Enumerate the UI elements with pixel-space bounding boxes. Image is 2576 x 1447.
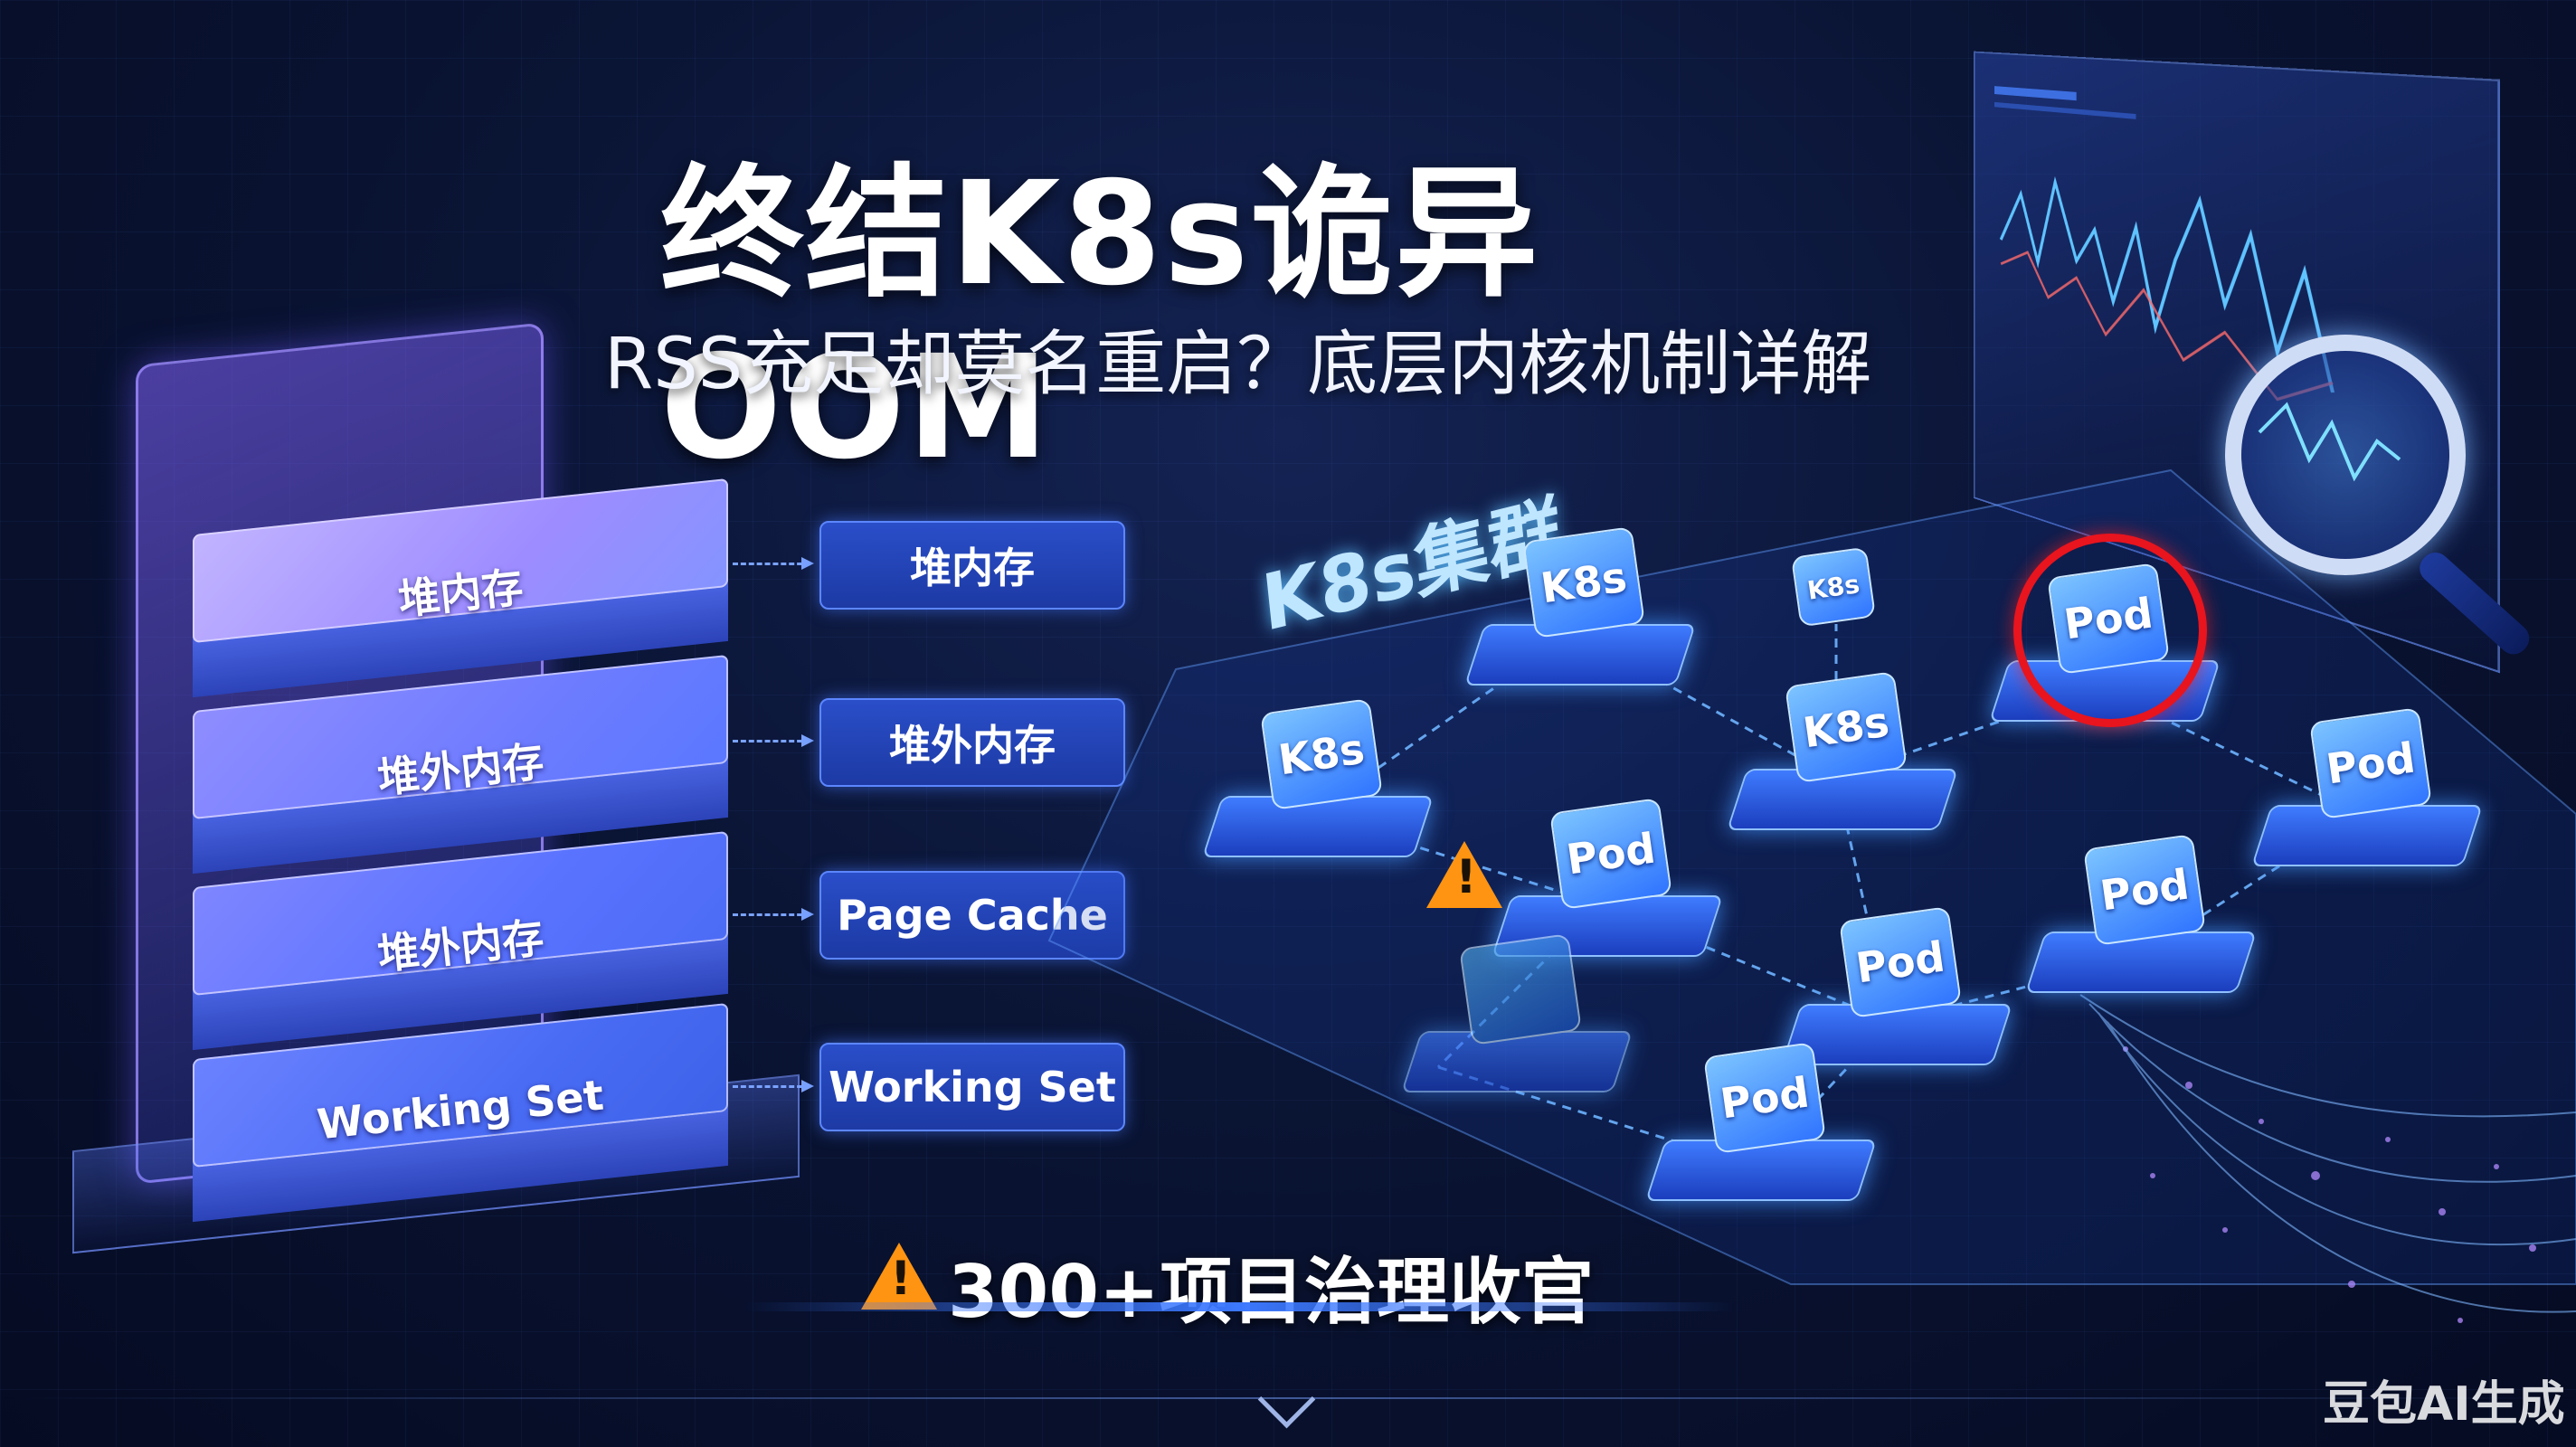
ai-watermark: 豆包AI生成	[2323, 1377, 2565, 1432]
connector-arrow	[733, 1080, 814, 1092]
node-chip-label: Pod	[1549, 798, 1672, 910]
callout-text: 300+项目治理收官	[948, 1250, 1595, 1334]
cluster-node-pod: Pod	[1644, 1042, 1878, 1221]
node-chip-label: K8s	[1522, 526, 1645, 638]
node-chip-label: Pod	[2309, 707, 2432, 819]
node-plate	[1726, 769, 1959, 830]
tag-heap: 堆内存	[819, 521, 1125, 610]
connector-arrow	[733, 908, 814, 921]
node-plate	[1201, 796, 1435, 857]
cluster-node-pod: Pod	[2024, 834, 2258, 1013]
connector-arrow	[733, 557, 814, 570]
connector-arrow	[733, 734, 814, 747]
tag-offheap: 堆外内存	[819, 698, 1125, 787]
node-chip-label: Pod	[1703, 1042, 1826, 1154]
cluster-node-k8s: K8s	[1726, 671, 1959, 850]
node-plate	[2024, 932, 2258, 993]
node-chip-label: K8s	[1260, 698, 1383, 810]
page-title: 终结K8s诡异OOM	[660, 151, 1540, 491]
node-chip-label: K8s	[1785, 671, 1908, 783]
node-plate	[1463, 624, 1697, 686]
node-plate	[1644, 1140, 1878, 1201]
page-subtitle: RSS充足却莫名重启？底层内核机制详解	[604, 324, 1872, 405]
cluster-node-failing	[1400, 933, 1634, 1112]
callout-glow	[742, 1302, 1737, 1311]
warning-icon: !	[1426, 841, 1502, 908]
cluster-node-k8s: K8s	[1201, 698, 1435, 877]
node-chip-label: K8s	[1790, 546, 1877, 628]
cluster-node-pod: Pod	[2250, 707, 2484, 886]
node-chip-empty	[1459, 933, 1582, 1045]
tag-working-set: Working Set	[819, 1043, 1125, 1131]
node-chip-label: Pod	[2083, 834, 2206, 946]
oom-highlight-ring	[2013, 534, 2207, 727]
warning-icon: !	[861, 1243, 937, 1310]
bottom-divider	[0, 1397, 2576, 1399]
node-chip-label: Pod	[1839, 906, 1962, 1018]
cluster-node-k8s: K8s	[1463, 526, 1697, 705]
node-plate	[2250, 805, 2484, 866]
node-plate	[1400, 1031, 1634, 1092]
tag-page-cache: Page Cache	[819, 871, 1125, 960]
